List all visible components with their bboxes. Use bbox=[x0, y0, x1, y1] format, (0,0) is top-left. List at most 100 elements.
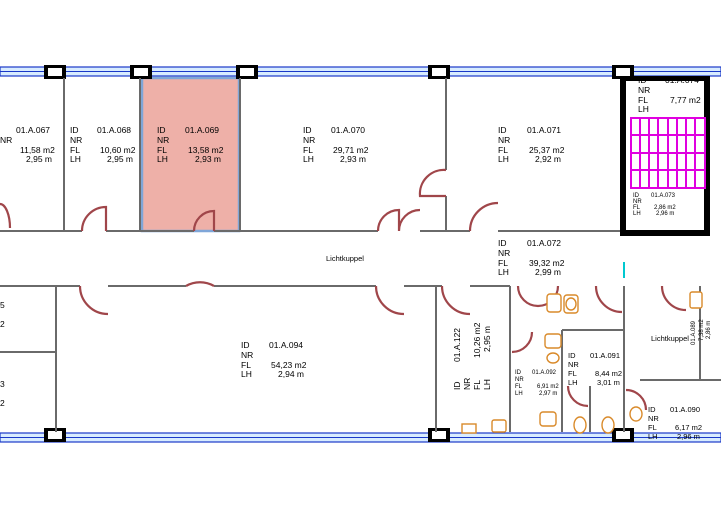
svg-text:8,44 m2: 8,44 m2 bbox=[595, 369, 622, 378]
svg-text:FL: FL bbox=[633, 205, 641, 211]
room-01-A-070-label[interactable]: ID NR FL LH 01.A.070 29,71 m2 2,93 m bbox=[303, 125, 369, 164]
room-01-A-091-label[interactable]: ID NR FL LH 01.A.091 8,44 m2 3,01 m bbox=[568, 351, 622, 387]
svg-text:01.A.070: 01.A.070 bbox=[331, 125, 365, 135]
svg-text:01.A.122: 01.A.122 bbox=[452, 328, 462, 362]
svg-text:2,92 m: 2,92 m bbox=[535, 154, 561, 164]
svg-text:01.A.072: 01.A.072 bbox=[527, 238, 561, 248]
svg-text:2,99 m: 2,99 m bbox=[535, 267, 561, 277]
svg-text:2,95 m: 2,95 m bbox=[482, 326, 492, 352]
stair-core-walls bbox=[620, 76, 710, 236]
room-01-A-069-highlight[interactable] bbox=[140, 76, 241, 233]
svg-text:ID: ID bbox=[633, 193, 640, 199]
svg-text:10,26 m2: 10,26 m2 bbox=[472, 322, 482, 358]
room-01-A-072-label[interactable]: ID NR FL LH 01.A.072 39,32 m2 2,99 m bbox=[498, 238, 565, 277]
svg-text:2,95 m: 2,95 m bbox=[107, 154, 133, 164]
svg-text:LH: LH bbox=[303, 154, 314, 164]
svg-text:FL: FL bbox=[638, 95, 648, 105]
svg-text:NR: NR bbox=[633, 199, 642, 205]
svg-text:NR: NR bbox=[498, 248, 510, 258]
svg-text:01.A.090: 01.A.090 bbox=[670, 405, 700, 414]
svg-text:NR: NR bbox=[568, 360, 579, 369]
staircase bbox=[630, 117, 706, 189]
svg-text:FL: FL bbox=[70, 145, 80, 155]
bottom-window-band bbox=[0, 432, 721, 443]
room-01-A-071-label[interactable]: ID NR FL LH 01.A.071 25,37 m2 2,92 m bbox=[498, 125, 565, 164]
sanitary-fixtures bbox=[461, 291, 703, 434]
svg-text:LH: LH bbox=[482, 379, 492, 390]
room-01-A-122-label[interactable]: ID NR FL LH 01.A.122 10,26 m2 2,95 m bbox=[452, 322, 492, 390]
svg-text:11,58 m2: 11,58 m2 bbox=[20, 145, 55, 155]
svg-text:NR: NR bbox=[303, 135, 315, 145]
doors bbox=[0, 168, 687, 411]
svg-text:LH: LH bbox=[241, 369, 252, 379]
svg-text:FL: FL bbox=[241, 360, 251, 370]
svg-text:01.A.071: 01.A.071 bbox=[527, 125, 561, 135]
svg-text:ID: ID bbox=[498, 125, 507, 135]
svg-text:2,94 m: 2,94 m bbox=[278, 369, 304, 379]
svg-text:2,93 m: 2,93 m bbox=[195, 154, 221, 164]
partial-left-labels: 5 2 3 2 bbox=[0, 300, 5, 408]
bottom-wall-piers bbox=[44, 428, 634, 442]
room-01-A-094-label[interactable]: ID NR FL LH 01.A.094 54,23 m2 2,94 m bbox=[241, 340, 307, 379]
svg-text:NR: NR bbox=[157, 135, 169, 145]
svg-text:ID: ID bbox=[568, 351, 576, 360]
svg-text:01.A.074: 01.A.074 bbox=[665, 75, 699, 85]
svg-text:FL: FL bbox=[472, 380, 482, 390]
svg-text:2,86 m: 2,86 m bbox=[706, 321, 712, 339]
svg-text:01.A.073: 01.A.073 bbox=[651, 193, 676, 199]
svg-text:ID: ID bbox=[157, 125, 166, 135]
svg-text:7,38 m2: 7,38 m2 bbox=[699, 319, 705, 341]
room-01-A-074-label[interactable]: ID NR FL LH 01.A.074 7,77 m2 bbox=[638, 75, 701, 114]
svg-text:FL: FL bbox=[157, 145, 167, 155]
svg-text:54,23 m2: 54,23 m2 bbox=[271, 360, 307, 370]
svg-text:NR: NR bbox=[498, 135, 510, 145]
svg-text:01.A.067: 01.A.067 bbox=[16, 125, 50, 135]
svg-text:ID: ID bbox=[498, 238, 507, 248]
room-01-A-073-label[interactable]: ID NR FL LH 01.A.073 2,86 m2 2,96 m bbox=[633, 193, 676, 217]
svg-text:NR: NR bbox=[0, 135, 12, 145]
svg-text:29,71 m2: 29,71 m2 bbox=[333, 145, 369, 155]
svg-text:ID: ID bbox=[452, 382, 462, 391]
svg-text:01.A.094: 01.A.094 bbox=[269, 340, 303, 350]
svg-text:2,95 m: 2,95 m bbox=[26, 154, 52, 164]
top-wall-piers bbox=[44, 65, 634, 79]
room-01-A-067-label[interactable]: 01.A.067 11,58 m2 2,95 m bbox=[16, 125, 55, 164]
room-01-A-089-label[interactable]: 01.A.089 7,38 m2 2,86 m bbox=[691, 319, 712, 345]
svg-text:2,96 m: 2,96 m bbox=[677, 432, 700, 441]
corridor-skylight-label: Lichtkuppel bbox=[326, 254, 364, 263]
svg-text:3,01 m: 3,01 m bbox=[597, 378, 620, 387]
svg-text:NR: NR bbox=[462, 378, 472, 390]
svg-text:ID: ID bbox=[70, 125, 79, 135]
svg-text:01.A.069: 01.A.069 bbox=[185, 125, 219, 135]
svg-text:NR: NR bbox=[648, 414, 659, 423]
walls bbox=[0, 78, 721, 432]
svg-text:2,86 m2: 2,86 m2 bbox=[654, 205, 676, 211]
svg-text:LH: LH bbox=[70, 154, 81, 164]
svg-text:2: 2 bbox=[0, 398, 5, 408]
svg-text:LH: LH bbox=[498, 267, 509, 277]
svg-text:LH: LH bbox=[638, 104, 649, 114]
svg-text:FL: FL bbox=[648, 423, 657, 432]
svg-text:NR: NR bbox=[638, 85, 650, 95]
svg-text:ID: ID bbox=[638, 75, 647, 85]
svg-text:3: 3 bbox=[0, 379, 5, 389]
svg-text:FL: FL bbox=[303, 145, 313, 155]
svg-text:NR: NR bbox=[241, 350, 253, 360]
room-01-A-092-label[interactable]: ID NR FL LH 01.A.092 6,91 m2 2,97 m bbox=[515, 370, 559, 397]
room-01-A-069-label[interactable]: ID NR FL LH 01.A.069 13,58 m2 2,93 m bbox=[157, 125, 224, 164]
svg-text:NR: NR bbox=[515, 377, 524, 383]
svg-text:39,32 m2: 39,32 m2 bbox=[529, 258, 565, 268]
svg-text:6,91 m2: 6,91 m2 bbox=[537, 384, 559, 390]
svg-text:FL: FL bbox=[568, 369, 577, 378]
svg-text:25,37 m2: 25,37 m2 bbox=[529, 145, 565, 155]
svg-text:2,96 m: 2,96 m bbox=[656, 211, 674, 217]
svg-text:FL: FL bbox=[515, 384, 523, 390]
svg-text:13,58 m2: 13,58 m2 bbox=[188, 145, 224, 155]
svg-text:01.A.089: 01.A.089 bbox=[691, 320, 697, 345]
room-01-A-090-label[interactable]: ID NR FL LH 01.A.090 6,17 m2 2,96 m bbox=[648, 405, 702, 441]
room-01-A-068-label[interactable]: ID NR FL LH 01.A.068 10,60 m2 2,95 m bbox=[70, 125, 136, 164]
svg-text:LH: LH bbox=[157, 154, 168, 164]
svg-text:2,97 m: 2,97 m bbox=[539, 391, 557, 397]
top-window-band bbox=[0, 66, 721, 77]
